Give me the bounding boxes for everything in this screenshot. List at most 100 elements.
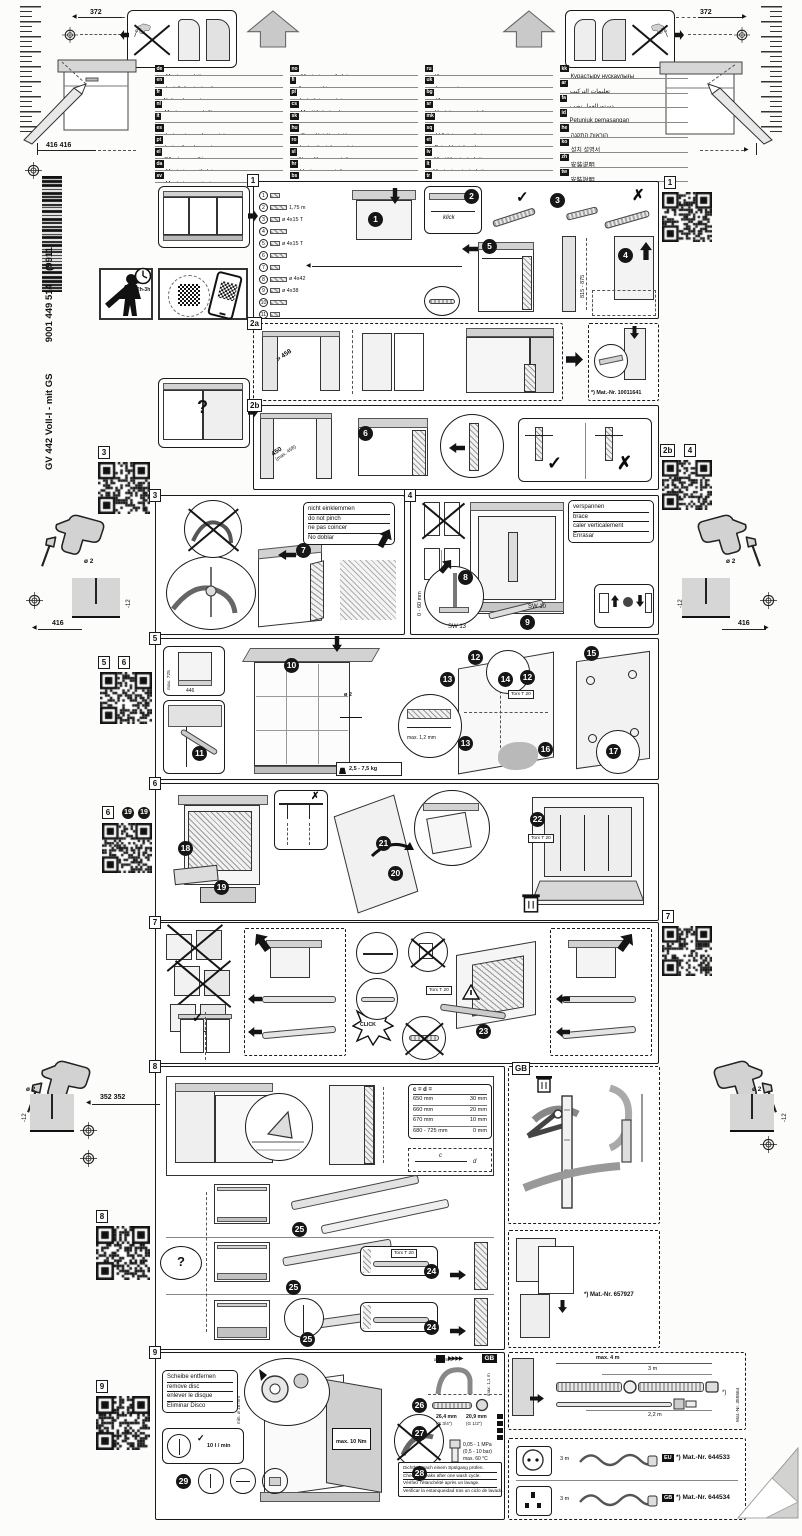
order-suffix: (9911)	[44, 243, 55, 271]
language-entry-nl: nlMontagevoorschrift*Verkrijgbaar bij de…	[155, 100, 283, 112]
art-cab	[605, 427, 613, 461]
cord-gb-length: 3 m	[560, 1496, 570, 1502]
art-mag	[356, 932, 398, 974]
art-band	[423, 803, 479, 811]
big-up-arrow-right	[502, 8, 556, 50]
part-icon	[270, 264, 280, 270]
art-step: 21	[376, 836, 391, 851]
pencil-marking-scene-right	[659, 61, 773, 145]
range-0-60: 0 - 60 mm	[417, 591, 423, 616]
art-arr	[390, 188, 400, 204]
socket-gb-icon	[516, 1486, 552, 1516]
art-band	[217, 1217, 267, 1222]
art	[205, 585, 217, 597]
art-vline	[560, 815, 561, 871]
no-drill-zone-box-left	[127, 10, 237, 68]
art-cab	[474, 1242, 488, 1290]
note-line: Vérifiez l'étanchéité après un lavage.	[403, 1480, 497, 1488]
art-l1: 安装说明	[570, 162, 595, 168]
corner-pull	[252, 934, 332, 982]
art-tag: 5	[98, 656, 110, 669]
side-panels-pic	[360, 331, 432, 395]
art-cab	[310, 560, 324, 622]
art-lab: ◀	[306, 263, 311, 269]
art-cab	[524, 364, 536, 392]
art-lab: (G 1/2")	[466, 1421, 482, 1426]
art-band	[470, 502, 564, 511]
art-tag: 2b	[247, 399, 263, 412]
art-dline	[166, 1237, 494, 1238]
art-l1: Instrucţiuni de montaj	[300, 145, 353, 146]
rail-row-2r	[556, 1025, 646, 1040]
language-code-badge: uk	[425, 76, 434, 85]
art-band	[598, 354, 624, 366]
art-cab	[522, 256, 532, 310]
art-l1: Инструкция по монтажу	[435, 74, 497, 75]
crossed-drill	[132, 17, 172, 61]
art	[62, 27, 78, 43]
fitting-large: 26,4 mm	[436, 1414, 457, 1420]
language-code-badge: en	[155, 76, 164, 85]
qr-code-step5-6	[100, 672, 152, 724]
language-entry-uk: ukІнструкція з монтажу*Можна отримати че…	[425, 76, 553, 88]
art	[707, 63, 737, 85]
language-code-badge: da	[155, 160, 164, 168]
art-cab	[163, 390, 203, 440]
note-line: Verificar la estanqueidad tras un ciclo …	[403, 1487, 504, 1493]
art-lab: ø 2	[26, 1086, 36, 1093]
art-plab: ø 4x38	[282, 287, 299, 294]
art-check: ✓	[192, 1010, 203, 1025]
art-torx: Torx T 20	[528, 834, 554, 843]
language-code-badge: et	[425, 136, 433, 144]
art-hose	[565, 206, 599, 221]
art-tag: 3	[149, 489, 161, 502]
gb-tag: GB	[512, 1062, 530, 1075]
crosshair-icon	[760, 1136, 777, 1153]
art-l1: Montavimo instrukcija	[433, 169, 487, 170]
art-dline	[256, 730, 348, 731]
art-lab: ▶	[744, 147, 749, 153]
art-l1: 설치 설명서	[570, 147, 601, 153]
art-l1: Upute za montažu	[300, 169, 345, 170]
language-code-badge: es	[155, 124, 164, 132]
hole-depth-left: -12	[126, 599, 132, 608]
qr-code-step6	[102, 823, 152, 873]
language-entry-da: daMonteringsvejledning*Fås hos kundeserv…	[155, 159, 283, 172]
language-entry-zh: zh安装说明*可从售后服务处获取	[560, 153, 688, 168]
art	[449, 1439, 461, 1449]
art	[435, 1367, 473, 1395]
no-corner-circle	[408, 932, 448, 972]
art-dline	[236, 1481, 250, 1482]
drain-hook-art	[435, 1367, 473, 1395]
language-code-badge: ar	[560, 79, 568, 88]
qr-scan-box	[158, 268, 248, 321]
art-band	[266, 940, 322, 948]
language-entry-sv: svMonteringsanvisning*Kan fås via Servic…	[155, 171, 283, 183]
art-step: 18	[178, 841, 193, 856]
language-code-badge: ro	[290, 136, 298, 144]
niche-max-height: max. 725	[167, 670, 172, 690]
strip-ok-pic: ✓	[490, 188, 540, 232]
art-dash	[98, 150, 136, 151]
art	[259, 1369, 309, 1403]
order-number: 9001 449 514	[44, 284, 55, 343]
art	[451, 1447, 459, 1463]
art-l1: Instruções de montagem	[165, 145, 227, 146]
art-step: 11	[192, 746, 207, 761]
art-step: 5	[482, 239, 497, 254]
art-l1: הוראות התקנה	[570, 133, 609, 138]
art-step: 6	[358, 426, 373, 441]
art-vline	[756, 143, 757, 155]
art-dline	[363, 953, 393, 955]
art-band	[217, 1187, 267, 1191]
art-l1: Monteringsanvisning	[166, 181, 217, 182]
note-line: Enrasar	[573, 532, 595, 539]
art-cab	[320, 331, 340, 391]
art-cab	[412, 430, 426, 476]
art-vline	[585, 423, 586, 479]
art	[705, 1381, 719, 1393]
